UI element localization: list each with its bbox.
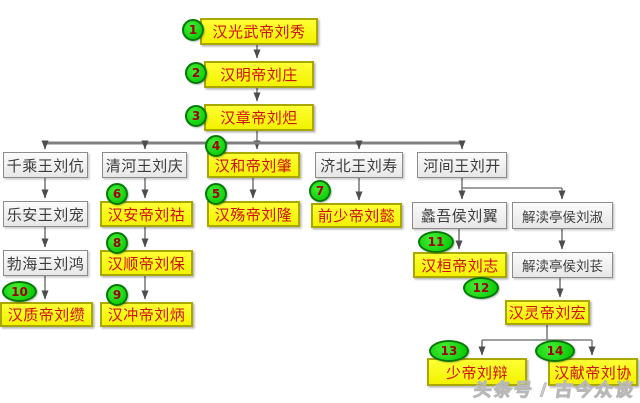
node-marquis-liwu: 蠡吾侯刘翼 bbox=[412, 202, 507, 229]
succession-badge-4: 4 bbox=[205, 135, 227, 157]
node-emperor-guangwu: 汉光武帝刘秀 bbox=[200, 18, 318, 45]
succession-badge-12: 12 bbox=[463, 277, 499, 299]
node-emperor-ling: 汉灵帝刘宏 bbox=[505, 300, 590, 325]
succession-badge-9: 9 bbox=[106, 284, 128, 306]
node-emperor-chong: 汉冲帝刘炳 bbox=[100, 302, 193, 327]
succession-badge-6: 6 bbox=[106, 183, 128, 205]
watermark-text: 头条号 / 古今众谈 bbox=[472, 380, 637, 401]
node-emperor-qianshao: 前少帝刘懿 bbox=[311, 203, 402, 228]
succession-badge-10: 10 bbox=[2, 281, 37, 302]
node-emperor-shaodi: 少帝刘辩 bbox=[427, 358, 527, 386]
succession-badge-3: 3 bbox=[185, 105, 207, 127]
node-emperor-shang: 汉殇帝刘隆 bbox=[207, 201, 300, 227]
succession-badge-11: 11 bbox=[418, 231, 454, 253]
succession-badge-8: 8 bbox=[106, 232, 128, 254]
node-emperor-shun: 汉顺帝刘保 bbox=[100, 250, 193, 276]
node-marquis-jiedu-liuchang: 解渎亭侯刘苌 bbox=[512, 252, 613, 278]
node-emperor-zhi: 汉质帝刘缵 bbox=[0, 302, 93, 327]
succession-badge-2: 2 bbox=[185, 62, 207, 84]
succession-badge-1: 1 bbox=[182, 19, 204, 41]
succession-badge-7: 7 bbox=[309, 180, 331, 202]
node-emperor-zhang: 汉章帝刘炟 bbox=[204, 104, 314, 131]
node-prince-hejian: 河间王刘开 bbox=[417, 152, 507, 178]
node-emperor-huan: 汉桓帝刘志 bbox=[413, 252, 507, 278]
node-prince-jibei: 济北王刘寿 bbox=[315, 152, 403, 178]
node-marquis-jiedu-liushu: 解渎亭侯刘淑 bbox=[512, 202, 613, 229]
node-emperor-ming: 汉明帝刘庄 bbox=[204, 61, 314, 88]
node-emperor-xian: 汉献帝刘协 bbox=[548, 358, 638, 386]
node-prince-qinghe: 清河王刘庆 bbox=[102, 152, 187, 178]
node-prince-bohai: 勃海王刘鸿 bbox=[3, 250, 88, 276]
succession-badge-5: 5 bbox=[205, 183, 227, 205]
node-prince-lean: 乐安王刘宠 bbox=[3, 201, 88, 227]
succession-badge-14: 14 bbox=[535, 340, 575, 362]
node-prince-qiancheng: 千乘王刘伉 bbox=[3, 152, 88, 178]
node-emperor-he: 汉和帝刘肇 bbox=[207, 152, 300, 178]
node-emperor-an: 汉安帝刘祜 bbox=[100, 201, 193, 227]
succession-badge-13: 13 bbox=[429, 340, 469, 362]
